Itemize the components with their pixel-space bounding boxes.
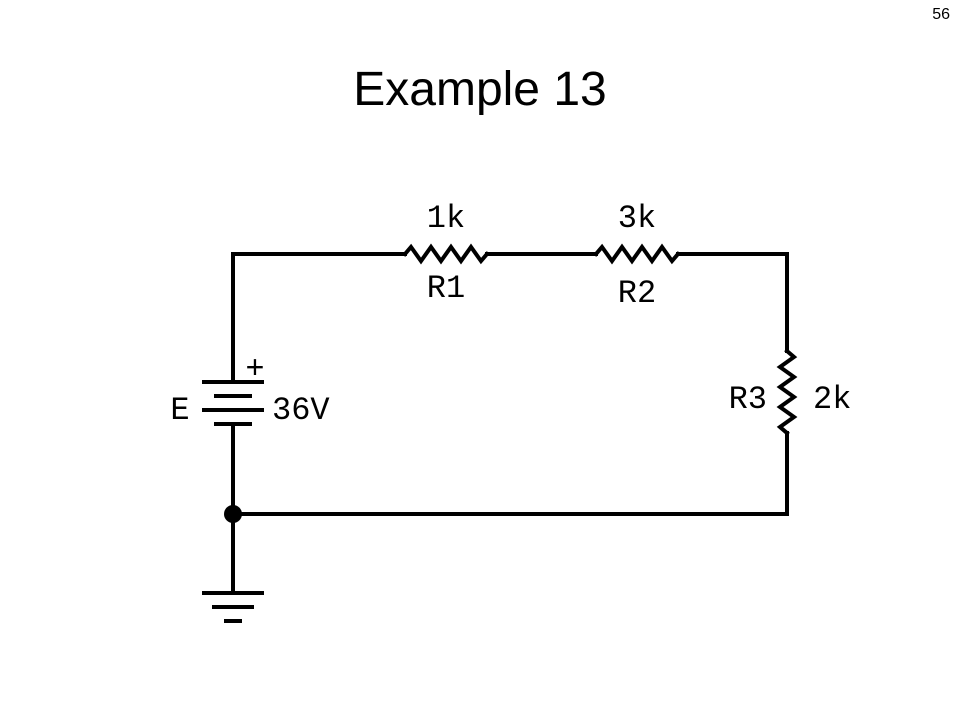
battery-symbol	[202, 380, 264, 426]
battery-polarity-label: +	[245, 351, 264, 388]
r1-name-label: R1	[427, 270, 465, 307]
page-number: 56	[932, 6, 950, 23]
r2-name-label: R2	[618, 275, 656, 312]
page-title: Example 13	[353, 63, 607, 116]
ground-icon	[202, 591, 264, 623]
r3-name-label: R3	[729, 381, 767, 418]
resistor-r1-symbol	[402, 243, 490, 265]
resistor-r2-symbol	[593, 243, 681, 265]
source-value-label: 36V	[272, 392, 330, 429]
r3-value-label: 2k	[813, 381, 851, 418]
junction-node	[224, 505, 242, 523]
source-name-label: E	[170, 392, 189, 429]
r1-value-label: 1k	[427, 200, 465, 237]
r2-value-label: 3k	[618, 200, 656, 237]
resistor-r3-symbol	[776, 348, 798, 436]
